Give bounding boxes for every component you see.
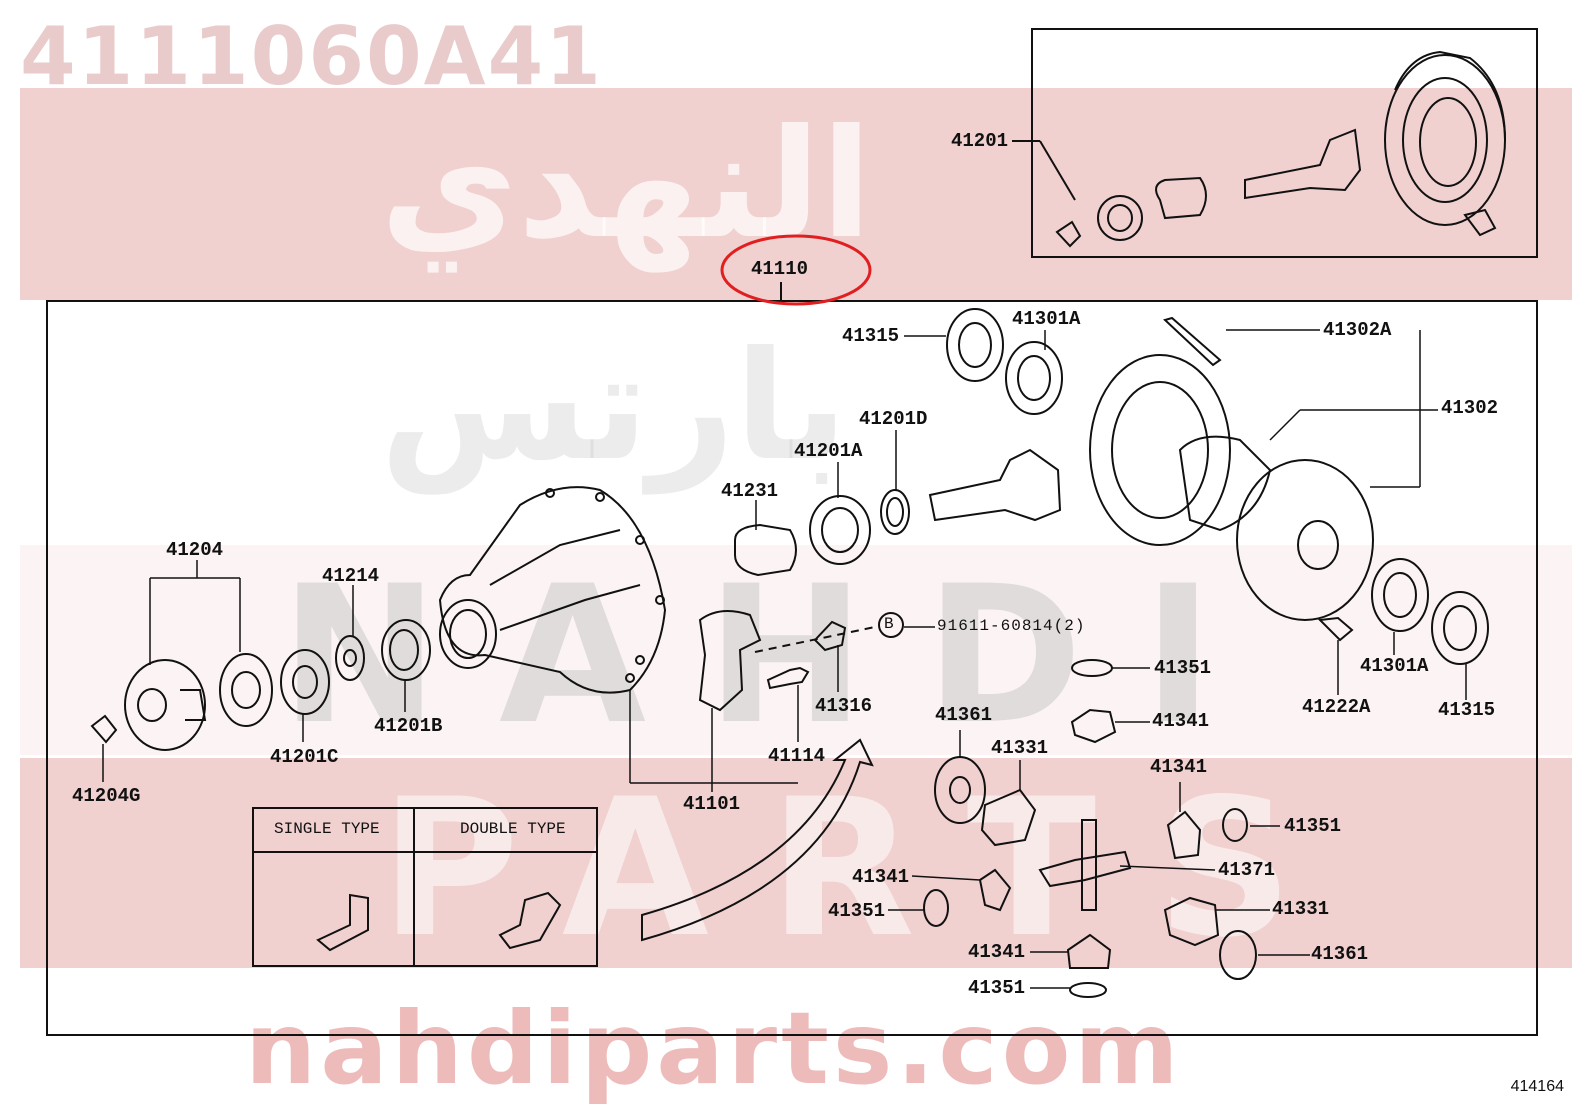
label-41361-a[interactable]: 41361 [935,704,993,726]
highlighted-part-label[interactable]: 41110 [751,258,809,280]
label-41341-a[interactable]: 41341 [1152,710,1210,732]
differential-gears-drawing [923,659,1257,998]
label-41204[interactable]: 41204 [166,539,224,561]
main-frame [46,300,1538,1036]
label-41201[interactable]: 41201 [951,130,1009,152]
single-type-bracket [316,893,369,952]
watermark-band-top [20,88,1572,300]
label-41315-top[interactable]: 41315 [842,325,900,347]
bearing-cap-drawing [698,610,762,712]
label-41316[interactable]: 41316 [815,695,873,717]
carrier-housing-drawing [438,486,667,694]
label-41302[interactable]: 41302 [1441,397,1499,419]
watermark-band-middle [20,545,1572,755]
label-41351-a[interactable]: 41351 [1154,657,1212,679]
double-type-bracket [498,891,562,950]
diagram-reference-code: 414164 [1510,1078,1564,1095]
watermark-website: nahdiparts.com [245,990,1183,1107]
watermark-latin-line1: NAHDI [280,545,1274,766]
label-41201B[interactable]: 41201B [374,715,443,737]
label-41351-c[interactable]: 41351 [828,900,886,922]
pinion-gear-drawing [734,448,1062,577]
watermark-part-number: 4111060A41 [20,10,603,103]
watermark-arabic-brand: النهدي [380,98,873,272]
label-41204G[interactable]: 41204G [72,785,141,807]
legend-single-type: SINGLE TYPE [274,820,380,838]
label-41371[interactable]: 41371 [1218,859,1276,881]
label-41351-d[interactable]: 41351 [968,977,1026,999]
label-41214[interactable]: 41214 [322,565,380,587]
label-41341-d[interactable]: 41341 [968,941,1026,963]
companion-flange-drawing [90,619,431,751]
label-41222A[interactable]: 41222A [1302,696,1371,718]
label-41301A-top[interactable]: 41301A [1012,308,1081,330]
label-41201C[interactable]: 41201C [270,746,339,768]
bracket-41316-drawing [813,620,847,652]
label-41315-bottom[interactable]: 41315 [1438,699,1496,721]
label-41341-c[interactable]: 41341 [852,866,910,888]
label-41331-b[interactable]: 41331 [1272,898,1330,920]
label-41301A-bottom[interactable]: 41301A [1360,655,1429,677]
bolt-41114-drawing [766,666,810,690]
label-41361-b[interactable]: 41361 [1311,943,1369,965]
legend-double-type: DOUBLE TYPE [460,820,566,838]
label-41201A[interactable]: 41201A [794,440,863,462]
assembly-arrow [641,738,874,942]
ring-gear-case-drawing [946,308,1489,665]
watermark-arabic-word: بارتس [380,320,848,494]
label-41114[interactable]: 41114 [768,745,826,767]
bolt-reference-label[interactable]: 91611-60814(2) [937,617,1086,635]
label-41331-a[interactable]: 41331 [991,737,1049,759]
label-41302A[interactable]: 41302A [1323,319,1392,341]
inset-frame-ring-pinion [1031,28,1538,258]
label-41101[interactable]: 41101 [683,793,741,815]
watermark-band-bottom [20,758,1572,968]
label-41201D[interactable]: 41201D [859,408,928,430]
bolt-marker: B [884,615,894,633]
label-41351-b[interactable]: 41351 [1284,815,1342,837]
highlight-ellipse [720,234,872,306]
label-41341-b[interactable]: 41341 [1150,756,1208,778]
leader-lines [102,329,1467,989]
ring-gear-inset-drawing [1012,50,1506,248]
label-41231[interactable]: 41231 [721,480,779,502]
legend-frame [252,807,598,967]
